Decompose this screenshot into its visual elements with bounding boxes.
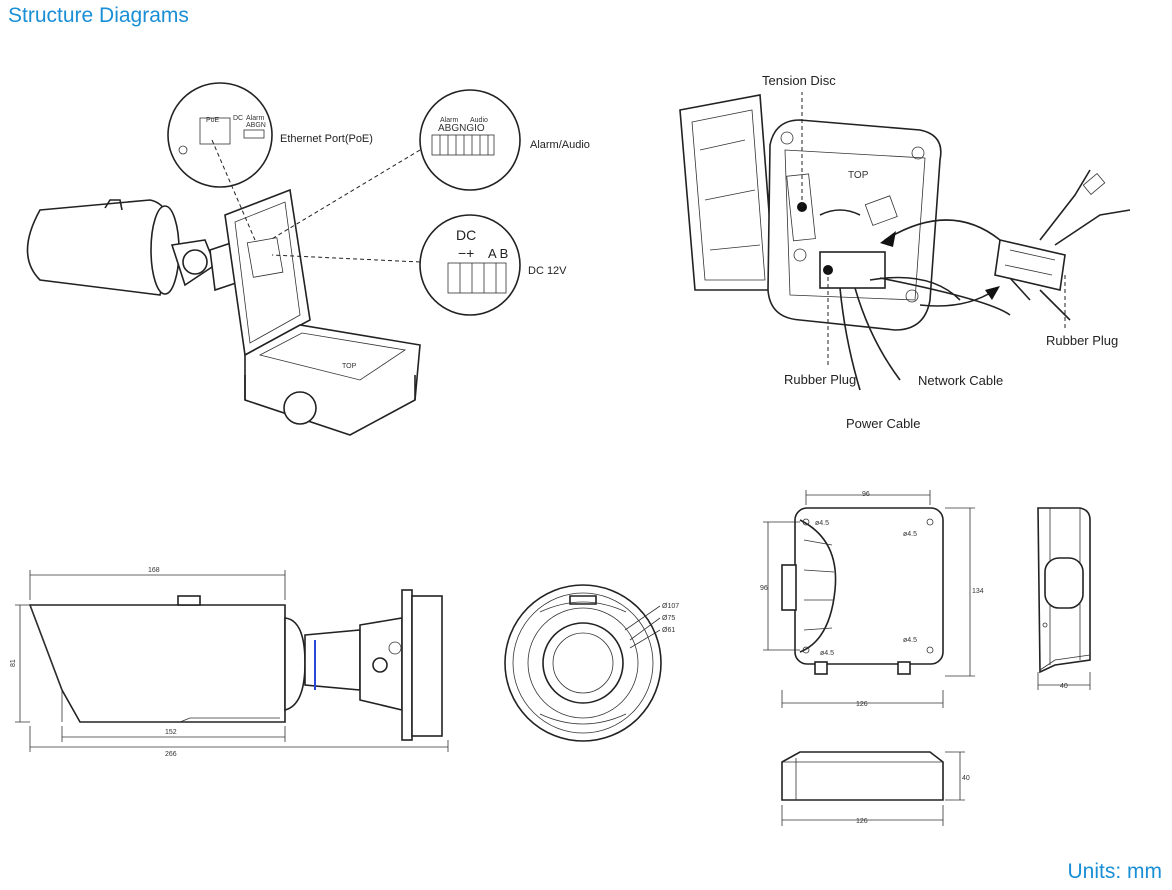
hole-4-text: ø4.5 bbox=[820, 650, 834, 657]
dim-d75-text: Ø75 bbox=[662, 615, 675, 622]
junction-top-text: TOP bbox=[848, 170, 869, 181]
zoom-abgn-text: ABGN bbox=[246, 122, 266, 129]
power-cable-label: Power Cable bbox=[846, 416, 920, 431]
junction-box-side-view: 40 bbox=[1037, 507, 1091, 690]
dim-126-line bbox=[781, 690, 944, 708]
dim-168-line bbox=[29, 570, 286, 600]
dim-266-text: 266 bbox=[165, 751, 177, 758]
dim-96-left-text: 96 bbox=[760, 585, 768, 592]
dim-40-bottom-text: 40 bbox=[962, 775, 970, 782]
zoom-dc-text: DC bbox=[456, 227, 476, 243]
ethernet-port-label: Ethernet Port(PoE) bbox=[280, 133, 373, 145]
zoom-minus-plus-text: −+ bbox=[458, 245, 474, 261]
zoom-poe-text: PoE bbox=[206, 117, 220, 124]
camera-side-body bbox=[28, 604, 286, 723]
dim-266-line bbox=[29, 726, 449, 752]
insert-arrow bbox=[884, 219, 1001, 241]
dim-168-text: 168 bbox=[148, 567, 160, 574]
dim-152-text: 152 bbox=[165, 729, 177, 736]
alarm-audio-zoom-circle: Alarm Audio ABGNGIO bbox=[419, 89, 521, 191]
poe-zoom-circle: PoE DC Alarm ABGN bbox=[167, 82, 273, 188]
zoom-ab-text: A B bbox=[488, 246, 508, 261]
camera-wiring-diagram: TOP PoE DC Alarm ABGN Alarm Audio ABGNGI… bbox=[26, 82, 590, 436]
zoom-dc-small-text: DC bbox=[233, 115, 243, 122]
rubber-plug-right-label: Rubber Plug bbox=[1046, 333, 1118, 348]
zoom-audio-text: Audio bbox=[470, 117, 488, 124]
camera-front-view: Ø107 Ø75 Ø61 bbox=[504, 584, 679, 742]
dim-40-side-text: 40 bbox=[1060, 683, 1068, 690]
dim-96-top-text: 96 bbox=[862, 491, 870, 498]
dim-134-line bbox=[945, 507, 975, 677]
hole-1-text: ø4.5 bbox=[815, 520, 829, 527]
zoom-alarm-pins-text: ABGNGIO bbox=[438, 123, 485, 134]
svg-text:TOP: TOP bbox=[342, 363, 357, 370]
box-bottom-outline bbox=[781, 751, 944, 801]
alarm-leader-line bbox=[269, 149, 421, 241]
dim-96-left-line bbox=[763, 521, 800, 651]
network-cable-label: Network Cable bbox=[918, 373, 1003, 388]
junction-box-cabling-diagram: TOP Tension Disc Rubber Plug Rubber Plug… bbox=[679, 73, 1131, 431]
hole-2-text: ø4.5 bbox=[903, 531, 917, 538]
tension-disc-label: Tension Disc bbox=[762, 73, 836, 88]
dim-d107-text: Ø107 bbox=[662, 603, 679, 610]
dim-96-top-line bbox=[805, 490, 931, 505]
junction-box-bottom-view: 126 40 bbox=[781, 751, 970, 826]
camera-body-drawing bbox=[26, 199, 246, 296]
dim-d61-text: Ø61 bbox=[662, 627, 675, 634]
dc-leader-line bbox=[271, 254, 421, 263]
inner-rubber-plug-drawing bbox=[819, 251, 886, 289]
junction-box-drawing: TOP bbox=[224, 188, 421, 436]
dc-12v-label: DC 12V bbox=[528, 265, 567, 277]
rubber-plug-bottom-label: Rubber Plug bbox=[784, 372, 856, 387]
hole-3-text: ø4.5 bbox=[903, 637, 917, 644]
dim-81-text: 81 bbox=[10, 659, 17, 667]
junction-lid-drawing bbox=[679, 94, 776, 291]
dim-81-line bbox=[15, 604, 30, 723]
units-label: Units: mm bbox=[1067, 860, 1163, 883]
zoom-alarm-small-text: Alarm bbox=[246, 115, 264, 122]
dim-40-side-line bbox=[1037, 672, 1091, 690]
dim-126-text: 126 bbox=[856, 701, 868, 708]
rotate-arrow bbox=[819, 209, 861, 216]
dim-134-text: 134 bbox=[972, 588, 984, 595]
camera-side-view: 168 81 152 266 bbox=[10, 567, 449, 758]
cables-drawing bbox=[839, 276, 1011, 391]
dim-126-bottom-line bbox=[781, 805, 944, 826]
zoom-alarm-text: Alarm bbox=[440, 117, 458, 124]
junction-box-top-view: ø4.5 ø4.5 ø4.5 ø4.5 96 96 134 126 bbox=[760, 490, 984, 708]
page-title: Structure Diagrams bbox=[8, 4, 189, 27]
alarm-audio-label: Alarm/Audio bbox=[530, 139, 590, 151]
dim-126-bottom-text: 126 bbox=[856, 818, 868, 825]
external-rubber-plug-drawing bbox=[994, 169, 1131, 321]
dim-152-line bbox=[61, 726, 286, 742]
dim-40-bottom-line bbox=[945, 751, 965, 801]
dc-zoom-circle: DC −+ A B bbox=[419, 214, 521, 316]
